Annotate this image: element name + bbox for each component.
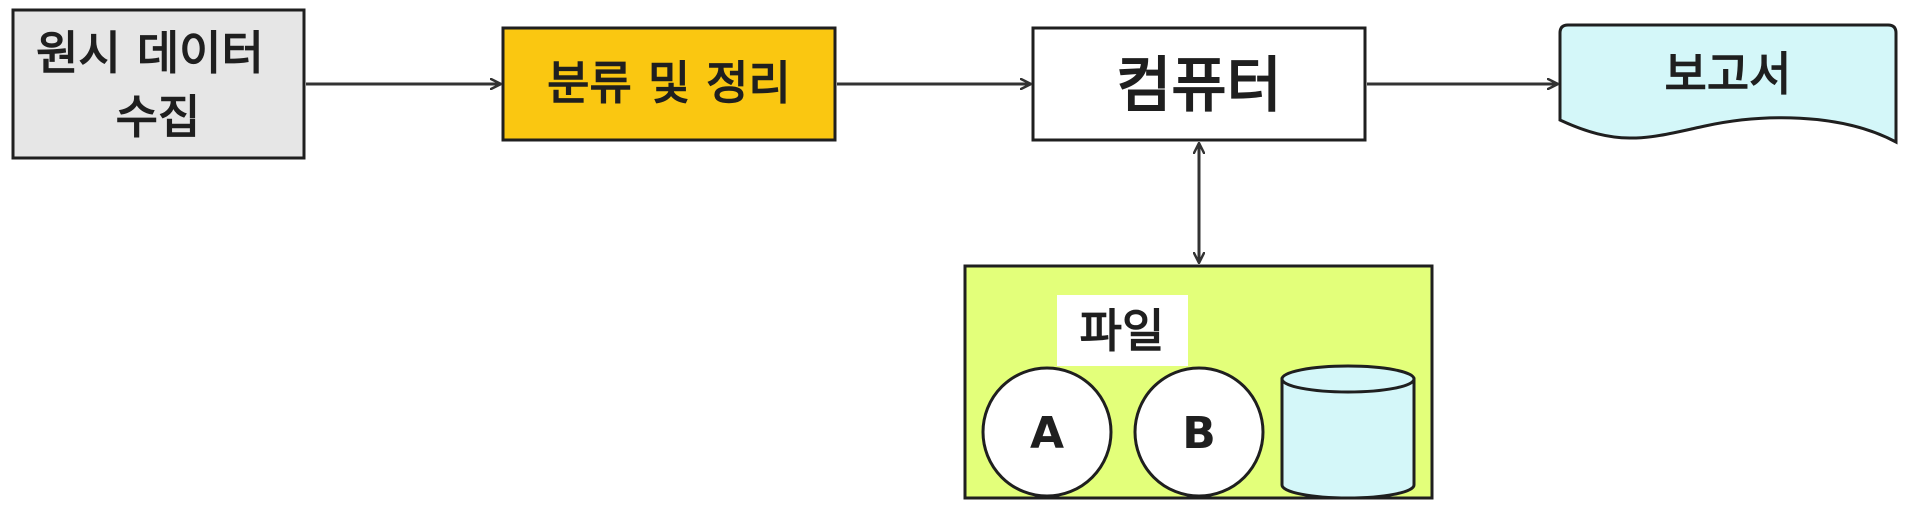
disk-a-label: A [1030, 408, 1064, 459]
database-cylinder-icon [1280, 364, 1416, 500]
raw-data-box [11, 8, 306, 160]
raw-data-label-line1: 원시 데이터 [36, 26, 264, 80]
file-group-label-background [1057, 295, 1188, 366]
classify-label: 분류 및 정리 [547, 56, 791, 110]
report-document-shape [1558, 23, 1898, 145]
computer-node[interactable]: 컴퓨터 [1031, 26, 1367, 142]
classify-box [501, 26, 837, 142]
file-group-node[interactable]: 파일 A B [963, 264, 1434, 500]
raw-data-node[interactable]: 원시 데이터 수집 [11, 8, 306, 160]
disk-a[interactable]: A [981, 366, 1113, 498]
report-node[interactable]: 보고서 [1558, 23, 1898, 145]
raw-data-label-line2: 수집 [116, 90, 201, 144]
computer-box [1031, 26, 1367, 142]
disk-a-circle [981, 366, 1113, 498]
computer-label: 컴퓨터 [1116, 51, 1282, 121]
disk-b-circle [1133, 366, 1265, 498]
disk-b-label: B [1182, 408, 1216, 459]
svg-text:원시 데이터 수집: 원시 데이터 수집 [36, 26, 280, 144]
classify-node[interactable]: 분류 및 정리 [501, 26, 837, 142]
report-label: 보고서 [1665, 47, 1792, 101]
file-group-label: 파일 [1080, 304, 1165, 358]
disk-b[interactable]: B [1133, 366, 1265, 498]
